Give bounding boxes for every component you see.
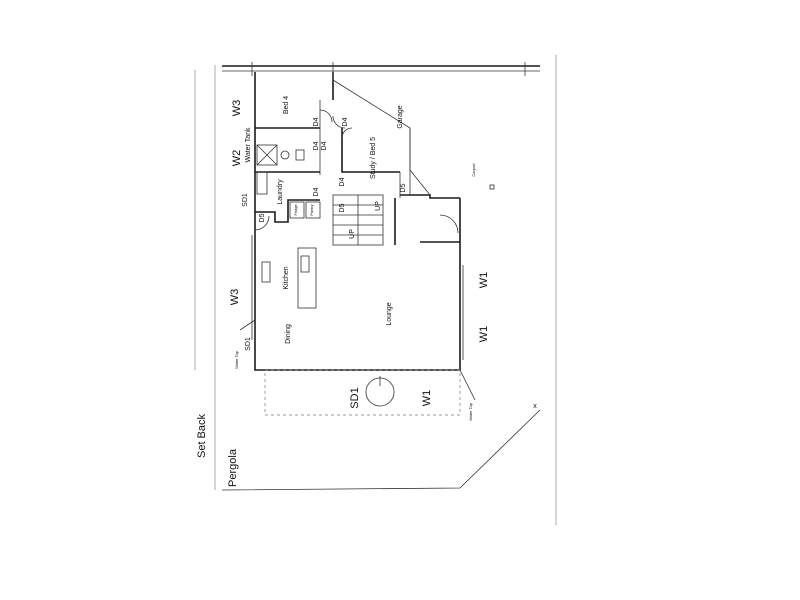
laundry-tub [256, 171, 268, 195]
carport-marker [489, 184, 495, 190]
label-garage: Garage [397, 105, 404, 128]
laundry-kitchen-wall [255, 199, 320, 223]
label-sd1-a: SD1 [349, 387, 361, 408]
label-d4-c: D4 [313, 141, 320, 150]
door-swing-study [341, 127, 353, 139]
label-bed4: Bed 4 [283, 96, 290, 114]
water-tap-left-leader [239, 319, 256, 331]
label-w3-mid: W3 [229, 289, 241, 306]
kitchen-sink [300, 255, 310, 273]
label-kitchen: Kitchen [283, 266, 290, 289]
shower-cross-2 [256, 144, 278, 166]
label-dining: Dining [285, 324, 292, 344]
label-pergola: Pergola [227, 448, 239, 487]
shower-box [256, 144, 278, 166]
fridge-box [289, 201, 305, 219]
label-laundry: Laundry [277, 179, 284, 205]
house-right-step-wall [400, 194, 460, 199]
label-w1-a: W1 [478, 272, 490, 289]
label-lounge: Lounge [386, 302, 393, 325]
label-study-bed5: Study / Bed 5 [370, 137, 377, 179]
label-w3-top: W3 [231, 100, 243, 117]
garage-slope-outline [332, 72, 431, 196]
vanity-basin [295, 149, 305, 161]
label-pantry: Pantry [309, 204, 314, 216]
label-fridge: Fridge [293, 204, 298, 216]
label-w2: W2 [231, 150, 243, 167]
label-water-tap-left: Water Tap [234, 350, 239, 369]
label-d4-d: D4 [321, 141, 328, 150]
label-water-tank: Water Tank [245, 127, 252, 163]
study-walls [341, 128, 400, 173]
label-water-tap-right: Water Tap [468, 402, 473, 421]
door-swing-bed4 [319, 109, 333, 123]
kitchen-island [297, 247, 317, 309]
label-d5-right: D5 [400, 183, 407, 192]
label-d5-stair: D5 [339, 203, 346, 212]
label-d4-b: D4 [342, 117, 349, 126]
label-w1-b: W1 [478, 326, 490, 343]
label-up-b: UP [375, 201, 382, 211]
door-swing-lounge [439, 214, 459, 234]
label-d4-f: D4 [339, 177, 346, 186]
label-up-a: UP [349, 229, 356, 239]
label-d4-e: D4 [313, 187, 320, 196]
deck-outline [264, 369, 461, 416]
water-tap-right-leader [459, 369, 476, 401]
door-swing-d4-upper [332, 115, 346, 129]
label-w1-c: W1 [421, 390, 433, 407]
label-x-mark: x [533, 403, 537, 410]
label-sd1-left: SD1 [242, 193, 249, 207]
label-set-back: Set Back [196, 413, 208, 458]
label-d4-a: D4 [313, 117, 320, 126]
label-sd1-b: SD1 [245, 337, 252, 351]
range-hood-cooktop [261, 261, 271, 283]
pergola-boundary [221, 409, 541, 491]
label-carport: Carport [471, 162, 476, 176]
toilet-bowl [280, 150, 290, 160]
pantry-box [305, 201, 321, 219]
label-d5-left: D5 [259, 213, 266, 222]
door-swing-d5-left [254, 215, 270, 231]
